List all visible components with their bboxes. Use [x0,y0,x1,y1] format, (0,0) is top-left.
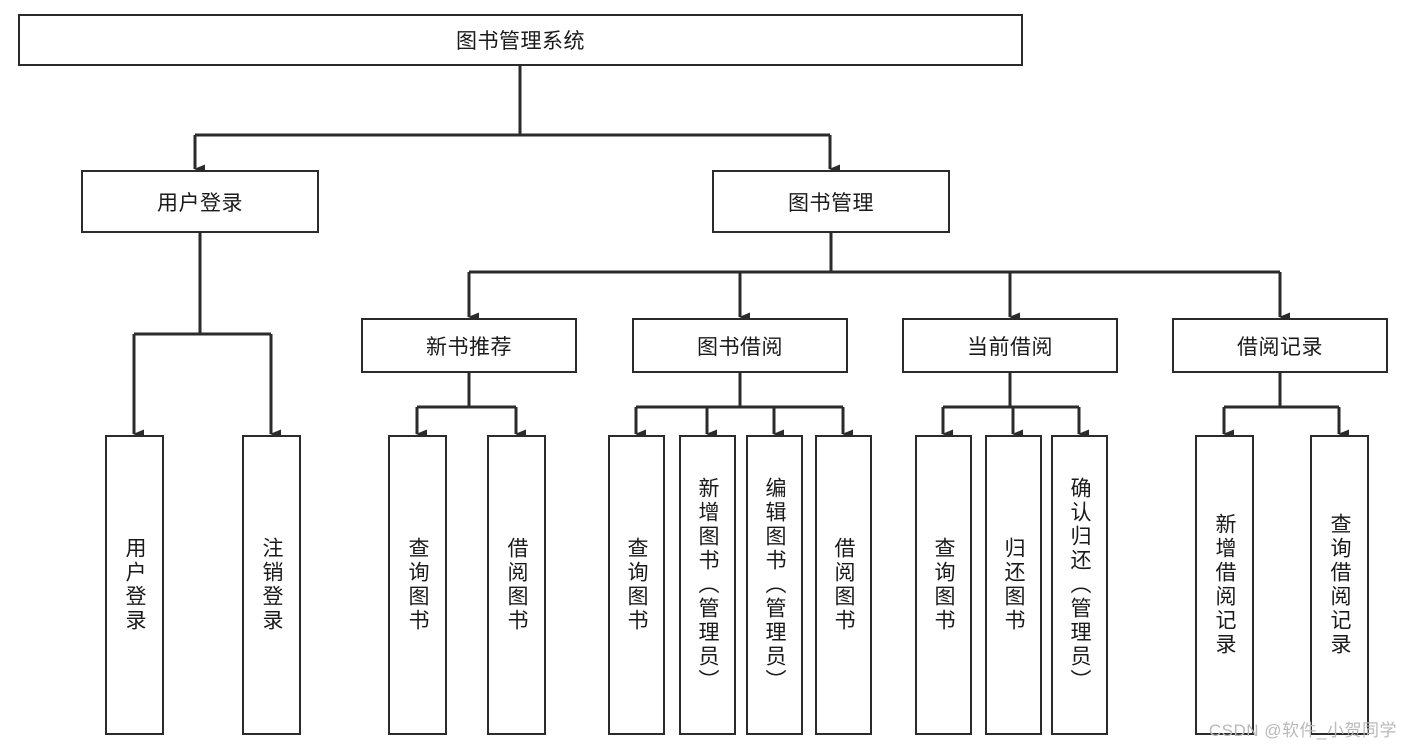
node-leaf-user-login[interactable]: 用户登录 [105,435,164,735]
node-leaf-query-book-2[interactable]: 查询图书 [608,435,665,735]
node-label: 借阅图书 [505,537,528,633]
node-label: 用户登录 [157,191,243,215]
node-leaf-edit-book[interactable]: 编辑图书（管理员） [746,435,803,735]
node-label: 借阅记录 [1237,335,1323,359]
node-new-book-recommend[interactable]: 新书推荐 [361,318,577,373]
node-leaf-borrow-book-1[interactable]: 借阅图书 [487,435,546,735]
node-leaf-query-book-3[interactable]: 查询图书 [915,435,972,735]
node-leaf-query-book-1[interactable]: 查询图书 [388,435,447,735]
node-leaf-add-record[interactable]: 新增借阅记录 [1195,435,1254,735]
node-book-borrow[interactable]: 图书借阅 [632,318,848,373]
node-label: 查询图书 [625,537,648,633]
node-leaf-logout[interactable]: 注销登录 [242,435,301,735]
node-leaf-return-book[interactable]: 归还图书 [985,435,1042,735]
node-label: 图书借阅 [697,335,783,359]
node-label: 查询借阅记录 [1328,513,1351,657]
node-leaf-borrow-book-2[interactable]: 借阅图书 [815,435,872,735]
node-root[interactable]: 图书管理系统 [18,14,1023,66]
node-label: 用户登录 [123,537,146,633]
node-current-borrow[interactable]: 当前借阅 [902,318,1118,373]
node-label: 查询图书 [932,537,955,633]
node-label: 当前借阅 [967,335,1053,359]
node-label: 新增借阅记录 [1213,513,1236,657]
node-label: 借阅图书 [832,537,855,633]
node-label: 新增图书（管理员） [696,477,719,693]
connector-lines [132,66,1349,439]
node-user-login[interactable]: 用户登录 [81,170,319,233]
node-label: 图书管理系统 [456,30,585,53]
node-label: 归还图书 [1002,537,1025,633]
node-leaf-confirm-return[interactable]: 确认归还（管理员） [1051,435,1108,735]
node-borrow-record[interactable]: 借阅记录 [1172,318,1388,373]
node-leaf-query-record[interactable]: 查询借阅记录 [1310,435,1369,735]
node-label: 注销登录 [260,537,283,633]
node-label: 图书管理 [788,191,874,215]
node-label: 编辑图书（管理员） [763,477,786,693]
node-leaf-add-book[interactable]: 新增图书（管理员） [679,435,736,735]
node-label: 查询图书 [406,537,429,633]
node-book-manage[interactable]: 图书管理 [712,170,950,233]
node-label: 新书推荐 [426,335,512,359]
node-label: 确认归还（管理员） [1068,477,1091,693]
watermark-text: CSDN @软件_小贺同学 [1208,721,1397,740]
